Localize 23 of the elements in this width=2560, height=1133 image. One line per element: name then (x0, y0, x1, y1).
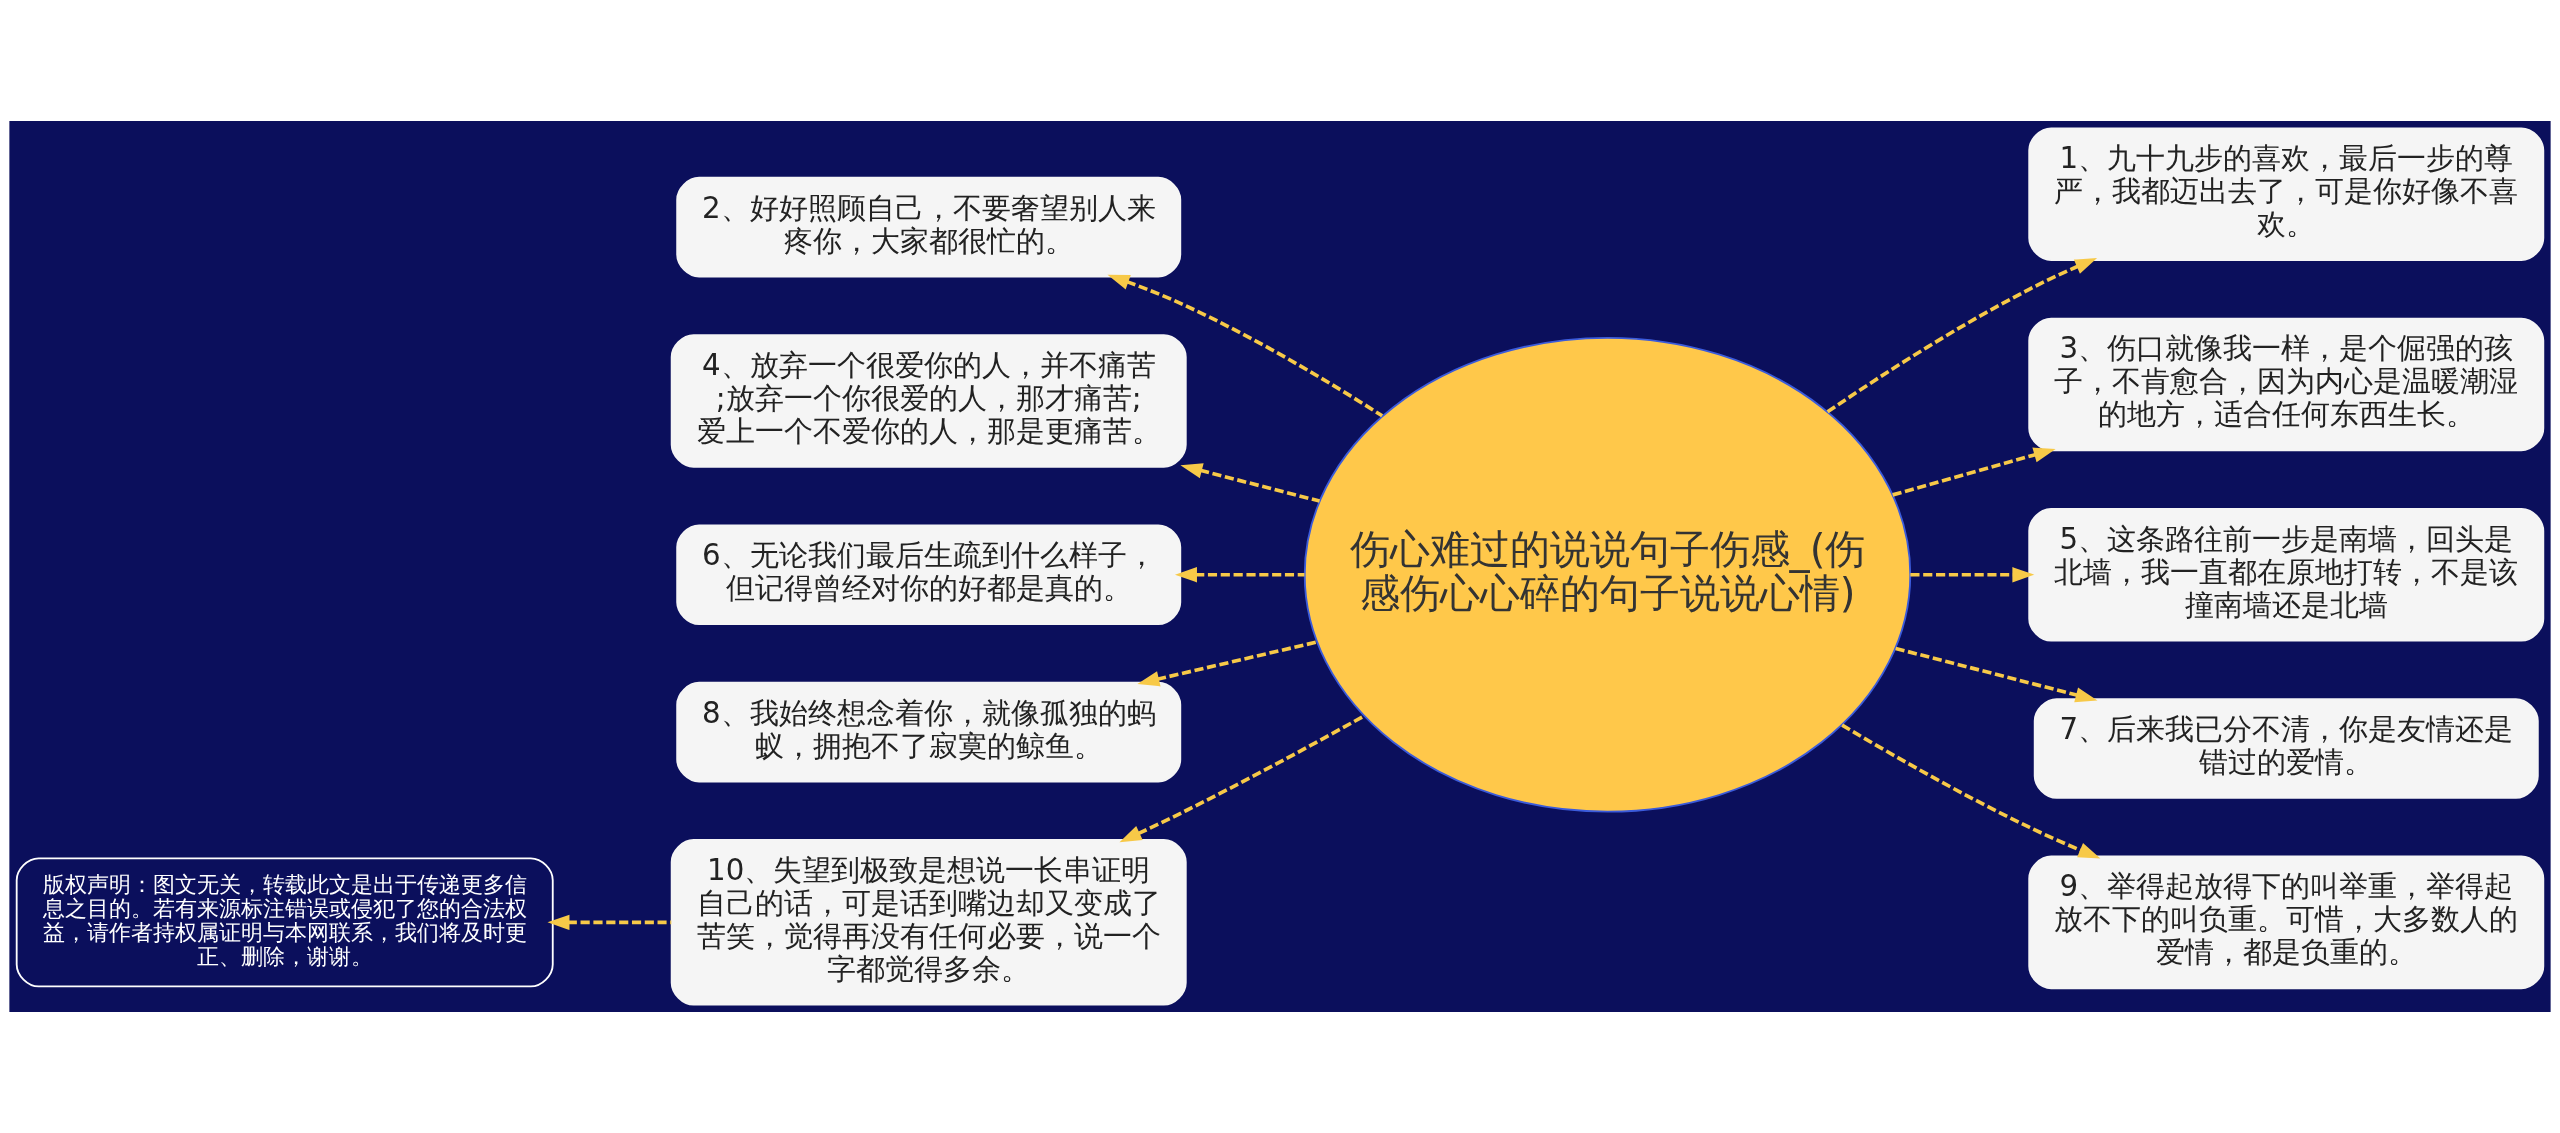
node-box: 8、我始终想念着你，就像孤独的蚂蚁，拥抱不了寂寞的鲸鱼。 (676, 681, 1182, 783)
node-box: 1、九十九步的喜欢，最后一步的尊严，我都迈出去了，可是你好像不喜欢。 (2028, 127, 2545, 261)
node-box: 10、失望到极致是想说一长串证明自己的话，可是话到嘴边却又变成了苦笑，觉得再没有任何必要，说一个字都觉得多余。 (670, 839, 1187, 1006)
arrow (1826, 258, 2098, 414)
node-ellipse: 伤心难过的说说句子伤感_(伤感伤心心碎的句子说说心情) (1303, 336, 1912, 813)
arrow (1137, 640, 1318, 687)
node-box: 版权声明：图文无关，转载此文是出于传递更多信息之目的。若有来源标注错误或侵犯了您的合法权益，请作者持权属证明与本网联系，我们将及时更正、删除，谢谢。 (15, 857, 554, 988)
node-box: 5、这条路往前一步是南墙，回头是北墙，我一直都在原地打转，不是该撞南墙还是北墙 (2028, 507, 2545, 642)
node-box: 7、后来我已分不清，你是友情还是错过的爱情。 (2033, 698, 2539, 799)
arrow (1107, 274, 1384, 418)
arrow (547, 914, 672, 931)
node-box: 6、无论我们最后生疏到什么样子，但记得曾经对你的好都是真的。 (676, 524, 1182, 626)
arrow (1895, 646, 2098, 703)
arrow (1910, 567, 2035, 583)
node-box: 2、好好照顾自己，不要奢望别人来疼你，大家都很忙的。 (676, 176, 1182, 278)
node-box: 3、伤口就像我一样，是个倔强的孩子，不肯愈合，因为内心是温暖潮湿的地方，适合任何东西生长。 (2028, 317, 2545, 452)
node-box: 9、举得起放得下的叫举重，举得起放不下的叫负重。可惜，大多数人的爱情，都是负重的。 (2028, 855, 2545, 990)
arrow (1841, 723, 2101, 859)
arrow (1174, 567, 1305, 583)
arrow (1180, 463, 1320, 503)
arrow (1119, 714, 1366, 843)
node-box: 4、放弃一个很爱你的人，并不痛苦;放弃一个你很爱的人，那才痛苦;爱上一个不爱你的人，那是更痛苦。 (670, 334, 1187, 468)
arrow (1892, 447, 2056, 497)
